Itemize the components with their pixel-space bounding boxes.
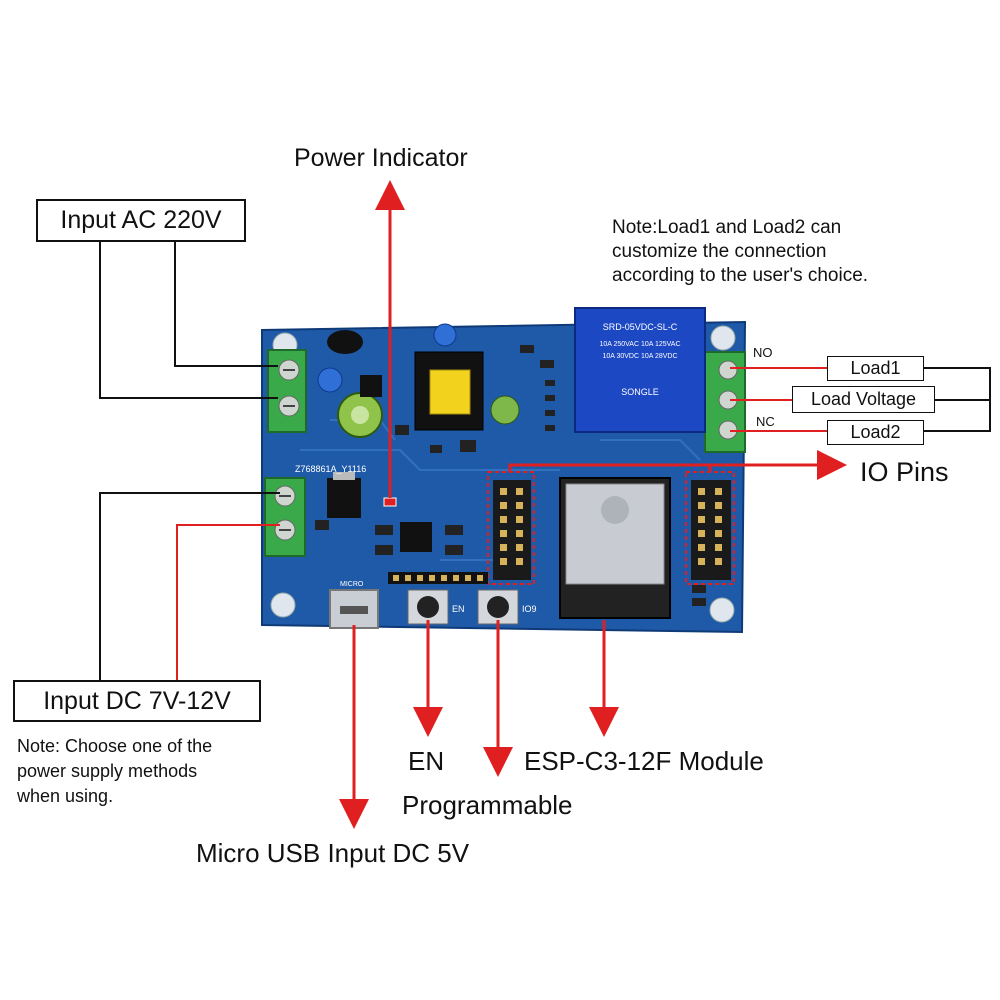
load-voltage-label: Load Voltage	[810, 389, 917, 409]
power-note-line: Note: Choose one of the	[17, 736, 213, 756]
fuse-black	[327, 330, 363, 354]
en-silk-text: EN	[452, 604, 465, 614]
relay-rating-text: 10A 250VAC 10A 125VAC	[599, 341, 680, 348]
io-pins-label: IO Pins	[860, 457, 949, 487]
mount-hole	[710, 325, 736, 351]
micro-usb-connector	[329, 589, 379, 629]
load-wires	[730, 367, 827, 432]
esp-module	[559, 477, 671, 619]
en-label: EN	[408, 746, 445, 776]
pcb-id-text: Z768861A_Y1116	[295, 464, 366, 474]
io-header-right	[691, 480, 731, 580]
dc-wire-black	[99, 492, 280, 683]
module-label: ESP-C3-12F Module	[524, 746, 764, 776]
input-dc-label: Input DC 7V-12V	[43, 686, 231, 715]
load1-box: Load1	[827, 356, 924, 381]
programmable-label: Programmable	[402, 790, 573, 820]
power-note-line: power supply methods	[17, 761, 198, 781]
load2-box: Load2	[827, 420, 924, 445]
load-note-line: Note:Load1 and Load2 can	[612, 217, 842, 238]
load-return-wires	[894, 367, 991, 432]
micro-silk-text: MICRO	[340, 581, 364, 588]
io9-button	[477, 589, 519, 625]
en-button	[407, 589, 449, 625]
blue-capacitor	[317, 367, 343, 393]
power-note: Note: Choose one of the power supply met…	[17, 734, 212, 809]
relay-model-text: SRD-05VDC-SL-C	[603, 322, 678, 332]
smd-parts	[315, 345, 706, 606]
input-dc-box: Input DC 7V-12V	[13, 680, 261, 722]
relay-rating-text: 10A 30VDC 10A 28VDC	[602, 353, 677, 360]
io9-silk-text: IO9	[522, 604, 537, 614]
ac-terminal-block	[267, 349, 307, 433]
load2-label: Load2	[850, 422, 901, 442]
load-voltage-box: Load Voltage	[792, 386, 935, 413]
micro-usb-label: Micro USB Input DC 5V	[196, 838, 470, 868]
dc-wire-red	[176, 524, 280, 683]
mount-hole	[709, 597, 735, 623]
nc-label: NC	[756, 414, 775, 429]
relay-brand-text: SONGLE	[621, 387, 659, 397]
io-header-left	[493, 480, 531, 580]
green-capacitor	[490, 395, 520, 425]
pin-header-bottom	[388, 572, 488, 584]
relay: SRD-05VDC-SL-C 10A 250VAC 10A 125VAC 10A…	[574, 307, 706, 433]
bridge-rectifier	[360, 375, 382, 397]
load1-label: Load1	[850, 358, 901, 378]
small-blue-cap	[433, 323, 457, 347]
power-indicator-label: Power Indicator	[294, 144, 468, 172]
input-ac-label: Input AC 220V	[60, 206, 222, 234]
load-note-line: according to the user's choice.	[612, 265, 869, 286]
power-led	[383, 497, 397, 507]
ldo-regulator	[400, 522, 432, 552]
ac-wires	[99, 240, 278, 399]
transformer	[414, 351, 484, 431]
no-label: NO	[753, 345, 773, 360]
voltage-regulator	[327, 472, 361, 518]
load-note: Note:Load1 and Load2 can customize the c…	[612, 216, 868, 288]
input-ac-box: Input AC 220V	[36, 199, 246, 242]
callout-arrows	[339, 180, 847, 829]
mount-hole	[270, 592, 296, 618]
power-note-line: when using.	[17, 786, 114, 806]
load-note-line: customize the connection	[612, 241, 827, 262]
dc-terminal-block	[264, 477, 306, 557]
